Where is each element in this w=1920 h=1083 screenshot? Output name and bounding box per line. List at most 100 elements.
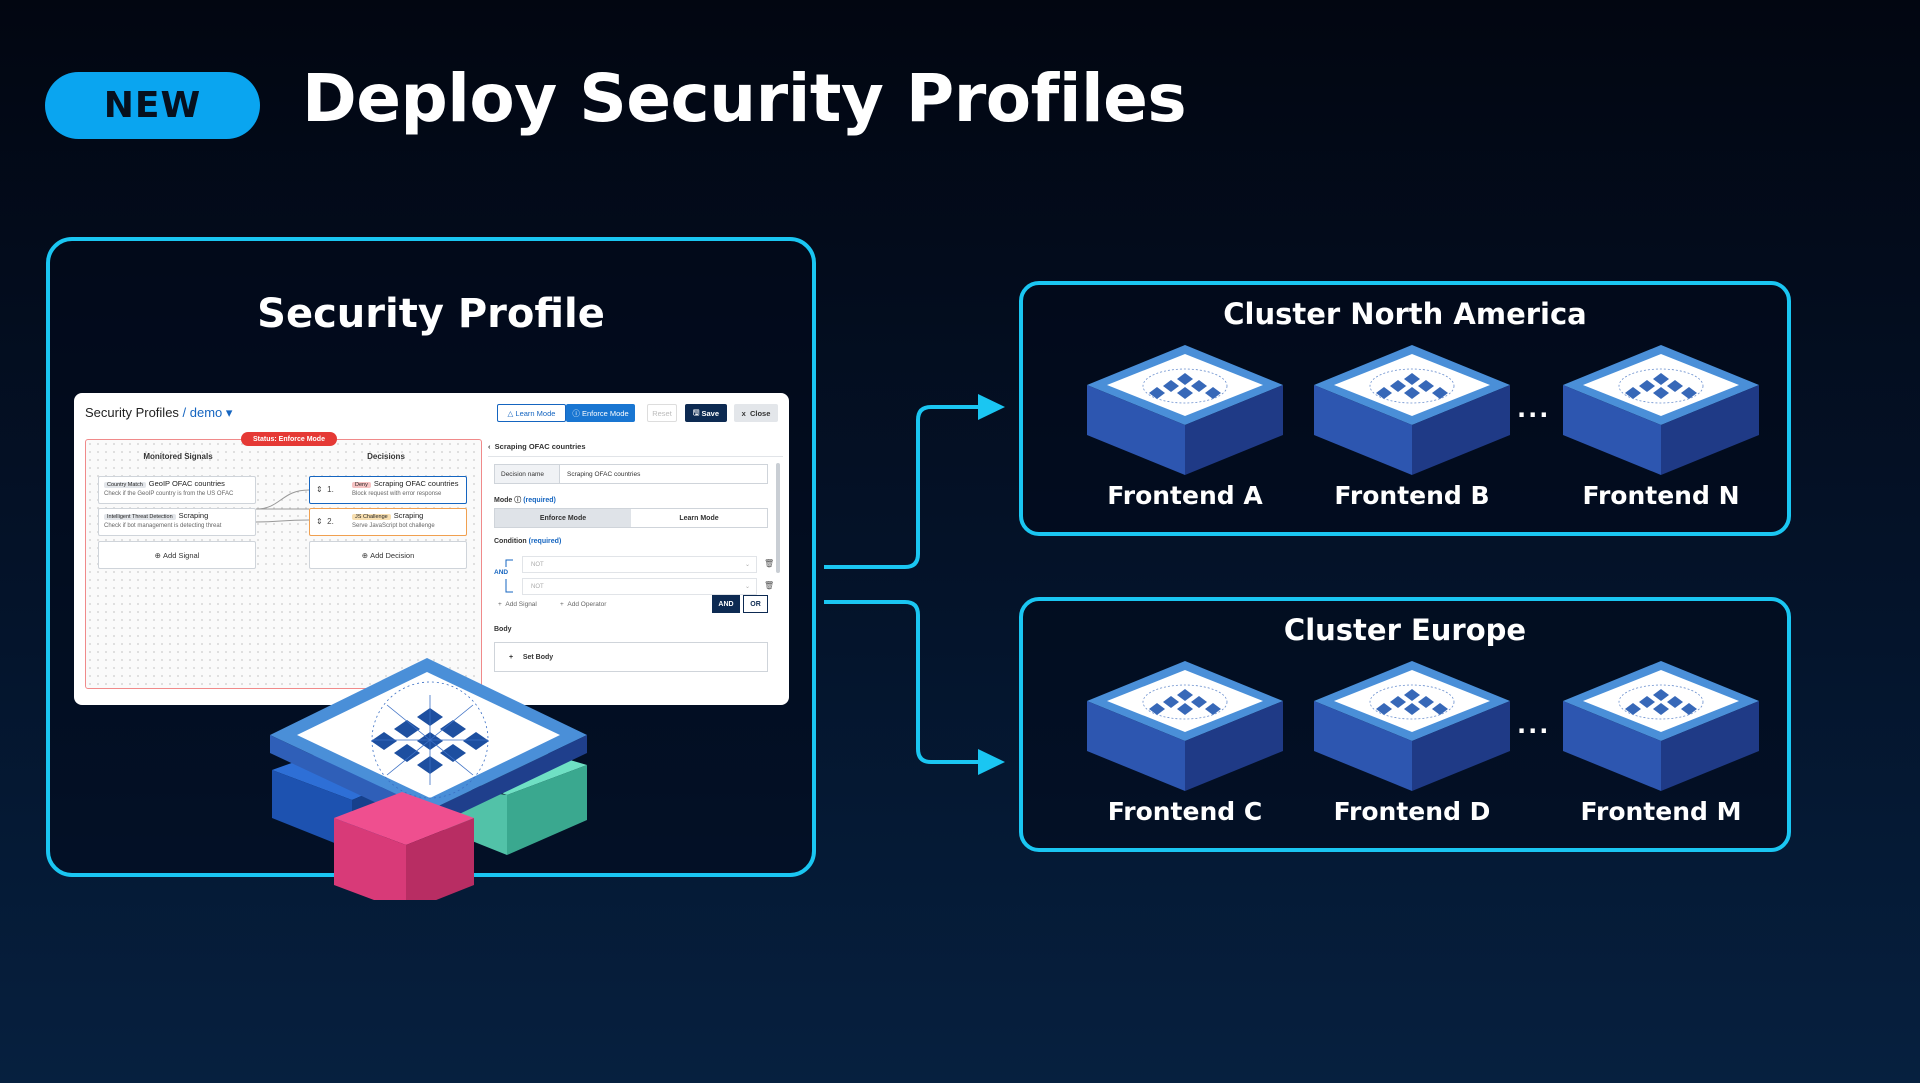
decision-name-field[interactable]: Decision name Scraping OFAC countries bbox=[494, 464, 768, 484]
enforce-mode-label: Enforce Mode bbox=[581, 408, 629, 418]
server-node-icon bbox=[1314, 661, 1510, 791]
save-label: Save bbox=[701, 408, 719, 418]
signals-column-header: Monitored Signals bbox=[143, 452, 213, 461]
signal-desc: Check if the GeoIP country is from the U… bbox=[104, 490, 234, 497]
condition-label-text: Condition bbox=[494, 538, 527, 545]
and-button[interactable]: AND bbox=[712, 595, 740, 613]
back-chevron-icon[interactable]: ‹ bbox=[488, 442, 495, 451]
plus-circle-icon: ⊕ bbox=[154, 550, 164, 560]
save-button[interactable]: 🖫 Save bbox=[685, 404, 727, 422]
add-signal-link[interactable]: + Add Signal bbox=[498, 601, 537, 608]
frontend-node: Frontend D bbox=[1312, 661, 1512, 851]
body-label: Body bbox=[494, 626, 512, 633]
info-icon: ⓘ bbox=[572, 408, 582, 418]
arrow-head-north-america bbox=[978, 394, 1005, 420]
decision-title: Scraping OFAC countries bbox=[373, 479, 459, 488]
enforce-mode-button[interactable]: ⓘ Enforce Mode bbox=[566, 404, 635, 422]
trash-icon[interactable]: 🗑 bbox=[764, 581, 775, 590]
and-bracket bbox=[505, 559, 513, 593]
trash-icon[interactable]: 🗑 bbox=[764, 559, 775, 568]
decision-number: 2. bbox=[327, 517, 334, 526]
and-operator-label: AND bbox=[494, 569, 509, 576]
decisions-column-header: Decisions bbox=[367, 452, 405, 461]
mode-toggle[interactable]: Enforce Mode Learn Mode bbox=[494, 508, 768, 528]
more-frontends-ellipsis: ... bbox=[1517, 711, 1551, 739]
decision-desc: Serve JavaScript bot challenge bbox=[352, 522, 435, 529]
add-decision-label: Add Decision bbox=[370, 550, 415, 560]
signal-tag: Country Match bbox=[104, 482, 146, 488]
new-badge: NEW bbox=[45, 72, 260, 139]
mode-enforce-option[interactable]: Enforce Mode bbox=[495, 509, 631, 527]
chevron-down-icon: ⌄ bbox=[744, 562, 750, 568]
signal-tag: Intelligent Threat Detection bbox=[104, 514, 176, 520]
triangle-icon: △ bbox=[507, 408, 516, 418]
learn-mode-button[interactable]: △ Learn Mode bbox=[497, 404, 566, 422]
connector-to-europe bbox=[824, 600, 985, 764]
add-decision-button[interactable]: ⊕ Add Decision bbox=[309, 541, 467, 569]
server-node-icon bbox=[1314, 345, 1510, 475]
add-signal-button[interactable]: ⊕ Add Signal bbox=[98, 541, 256, 569]
decision-form: ‹ Scraping OFAC countries Decision name … bbox=[488, 438, 783, 698]
drag-handle-icon[interactable]: ⇕ 2. bbox=[316, 517, 334, 526]
cluster-north-america: Cluster North America Frontend A Fronten… bbox=[1019, 281, 1791, 536]
set-body-label: Set Body bbox=[522, 653, 554, 661]
form-heading: ‹ Scraping OFAC countries bbox=[488, 442, 586, 451]
frontend-node: Frontend C bbox=[1085, 661, 1285, 851]
cluster-title: Cluster Europe bbox=[1283, 613, 1527, 647]
signal-title: Scraping bbox=[178, 511, 209, 520]
server-node-icon bbox=[1563, 661, 1759, 791]
server-node-icon bbox=[1087, 345, 1283, 475]
mode-learn-option[interactable]: Learn Mode bbox=[679, 514, 719, 522]
frontend-node: Frontend A bbox=[1085, 345, 1285, 535]
not-label: NOT bbox=[531, 583, 544, 590]
form-divider bbox=[488, 456, 783, 457]
add-signal-label: Add Signal bbox=[163, 550, 200, 560]
security-profile-title: Security Profile bbox=[257, 291, 605, 337]
signal-title: GeoIP OFAC countries bbox=[148, 479, 225, 488]
frontend-node: Frontend B bbox=[1312, 345, 1512, 535]
form-scrollbar[interactable] bbox=[776, 463, 780, 573]
signal-desc: Check if bot management is detecting thr… bbox=[104, 522, 222, 529]
app-title-text: Security Profiles bbox=[85, 405, 179, 420]
app-title: Security Profiles / demo ▾ bbox=[85, 405, 232, 421]
chevron-down-icon: ⌄ bbox=[744, 584, 750, 590]
cluster-title: Cluster North America bbox=[1223, 297, 1587, 331]
drag-handle-icon[interactable]: ⇕ 1. bbox=[316, 485, 334, 494]
frontend-node: Frontend N bbox=[1561, 345, 1761, 535]
condition-row-2[interactable]: NOT ⌄ bbox=[522, 578, 757, 595]
security-profile-screenshot: Security Profiles / demo ▾ △ Learn Mode … bbox=[74, 393, 789, 705]
or-button[interactable]: OR bbox=[743, 595, 768, 613]
arrow-head-europe bbox=[978, 749, 1005, 775]
condition-label: Condition (required) bbox=[494, 538, 561, 545]
workflow-canvas[interactable]: Status: Enforce Mode Monitored Signals D… bbox=[85, 432, 482, 689]
cluster-europe: Cluster Europe Frontend C Frontend D ... bbox=[1019, 597, 1791, 852]
page-title: Deploy Security Profiles bbox=[302, 60, 1187, 137]
save-icon: 🖫 bbox=[692, 407, 702, 417]
mode-label-text: Mode bbox=[494, 497, 513, 504]
condition-row-1[interactable]: NOT ⌄ bbox=[522, 556, 757, 573]
add-operator-link-label: Add Operator bbox=[567, 601, 607, 608]
add-operator-link[interactable]: + Add Operator bbox=[560, 601, 607, 608]
decision-tag: Deny bbox=[352, 482, 371, 488]
frontend-node: Frontend M bbox=[1561, 661, 1761, 851]
profile-stack-illustration bbox=[270, 658, 587, 900]
connector-to-north-america bbox=[824, 405, 985, 569]
not-label: NOT bbox=[531, 561, 544, 568]
decision-title: Scraping bbox=[393, 511, 424, 520]
set-body-button[interactable]: + Set Body bbox=[494, 642, 768, 672]
learn-mode-label: Learn Mode bbox=[515, 408, 556, 418]
chevron-down-icon[interactable]: ▾ bbox=[225, 405, 233, 420]
server-node-icon bbox=[1563, 345, 1759, 475]
mode-required: (required) bbox=[523, 497, 556, 504]
close-button[interactable]: x Close bbox=[734, 404, 778, 422]
signal-decision-links bbox=[255, 489, 310, 523]
reset-button[interactable]: Reset bbox=[647, 404, 677, 422]
decision-name-label: Decision name bbox=[495, 465, 560, 483]
decision-tag: JS Challenge bbox=[352, 514, 391, 520]
breadcrumb[interactable]: / demo bbox=[182, 405, 226, 420]
